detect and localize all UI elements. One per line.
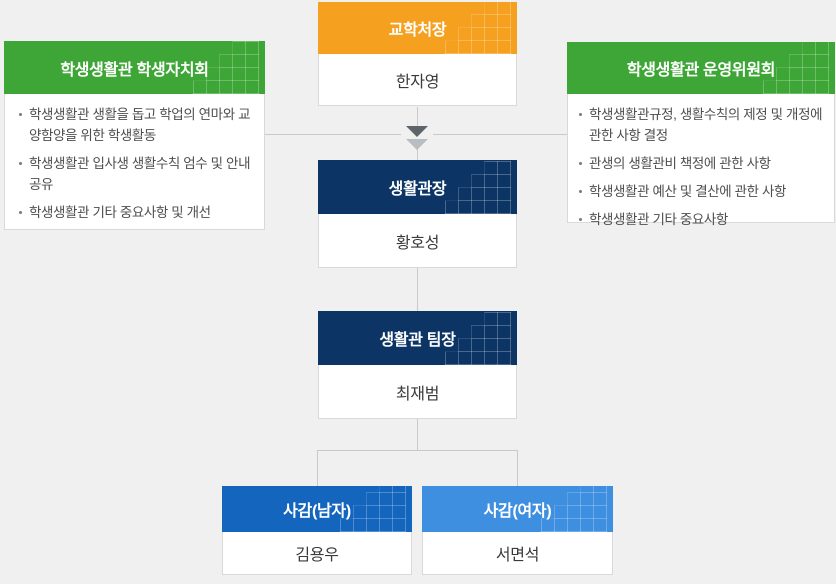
steering-committee-title: 학생생활관 운영위원회 — [626, 62, 776, 79]
supervisor-female-title: 사감(여자) — [483, 503, 552, 520]
list-item: 학생생활관 입사생 생활수칙 엄수 및 안내 공유 — [17, 153, 256, 195]
student-council-panel: 학생생활관 학생자치회 학생생활관 생활을 돕고 학업의 연마와 교양함양을 위… — [4, 41, 265, 230]
supervisor-male-header: 사감(남자) — [222, 486, 412, 532]
connector-drop-female — [517, 450, 518, 486]
supervisor-female-header: 사감(여자) — [422, 486, 613, 532]
steering-committee-panel: 학생생활관 운영위원회 학생생활관규정, 생활수칙의 제정 및 개정에 관한 사… — [567, 42, 835, 227]
dean-header: 교학처장 — [318, 2, 517, 54]
supervisor-male-name: 김용우 — [222, 532, 412, 575]
supervisor-male-title: 사감(남자) — [283, 503, 351, 520]
list-item: 학생생활관 기타 중요사항 — [577, 209, 826, 230]
student-council-title: 학생생활관 학생자치회 — [60, 61, 209, 79]
down-arrow-light-icon — [406, 139, 428, 150]
list-item: 학생생활관 기타 중요사항 및 개선 — [17, 202, 256, 223]
supervisor-female-node: 사감(여자) 서면석 — [422, 486, 613, 575]
dean-title: 교학처장 — [388, 22, 447, 39]
supervisor-male-node: 사감(남자) 김용우 — [222, 486, 412, 575]
director-node: 생활관장 황호성 — [318, 160, 517, 268]
supervisor-female-name: 서면석 — [422, 532, 613, 575]
stairs-pattern — [445, 161, 511, 214]
director-header: 생활관장 — [318, 160, 517, 214]
down-arrow-dark-icon — [406, 126, 428, 137]
connector-director-teamleader — [417, 268, 418, 311]
team-leader-title: 생활관 팀장 — [379, 332, 456, 349]
connector-split-horizontal — [317, 450, 518, 451]
team-leader-header: 생활관 팀장 — [318, 311, 517, 365]
steering-committee-list: 학생생활관규정, 생활수칙의 제정 및 개정에 관한 사항 결정 관생의 생활관… — [577, 104, 826, 230]
team-leader-node: 생활관 팀장 최재범 — [318, 311, 517, 419]
stairs-pattern — [445, 2, 511, 54]
student-council-header: 학생생활관 학생자치회 — [4, 41, 265, 94]
director-title: 생활관장 — [388, 181, 447, 198]
student-council-list: 학생생활관 생활을 돕고 학업의 연마와 교양함양을 위한 학생활동 학생생활관… — [17, 104, 256, 223]
director-name: 황호성 — [318, 214, 517, 268]
list-item: 학생생활관 생활을 돕고 학업의 연마와 교양함양을 위한 학생활동 — [17, 104, 256, 146]
connector-drop-male — [317, 450, 318, 486]
list-item: 관생의 생활관비 책정에 관한 사항 — [577, 153, 826, 174]
list-item: 학생생활관규정, 생활수칙의 제정 및 개정에 관한 사항 결정 — [577, 104, 826, 146]
student-council-body: 학생생활관 생활을 돕고 학업의 연마와 교양함양을 위한 학생활동 학생생활관… — [4, 94, 265, 230]
dean-name: 한자영 — [318, 54, 517, 106]
connector-teamleader-split — [417, 419, 418, 450]
dean-node: 교학처장 한자영 — [318, 2, 517, 106]
steering-committee-body: 학생생활관규정, 생활수칙의 제정 및 개정에 관한 사항 결정 관생의 생활관… — [567, 94, 835, 227]
list-item: 학생생활관 예산 및 결산에 관한 사항 — [577, 181, 826, 202]
team-leader-name: 최재범 — [318, 365, 517, 419]
steering-committee-header: 학생생활관 운영위원회 — [567, 42, 835, 94]
